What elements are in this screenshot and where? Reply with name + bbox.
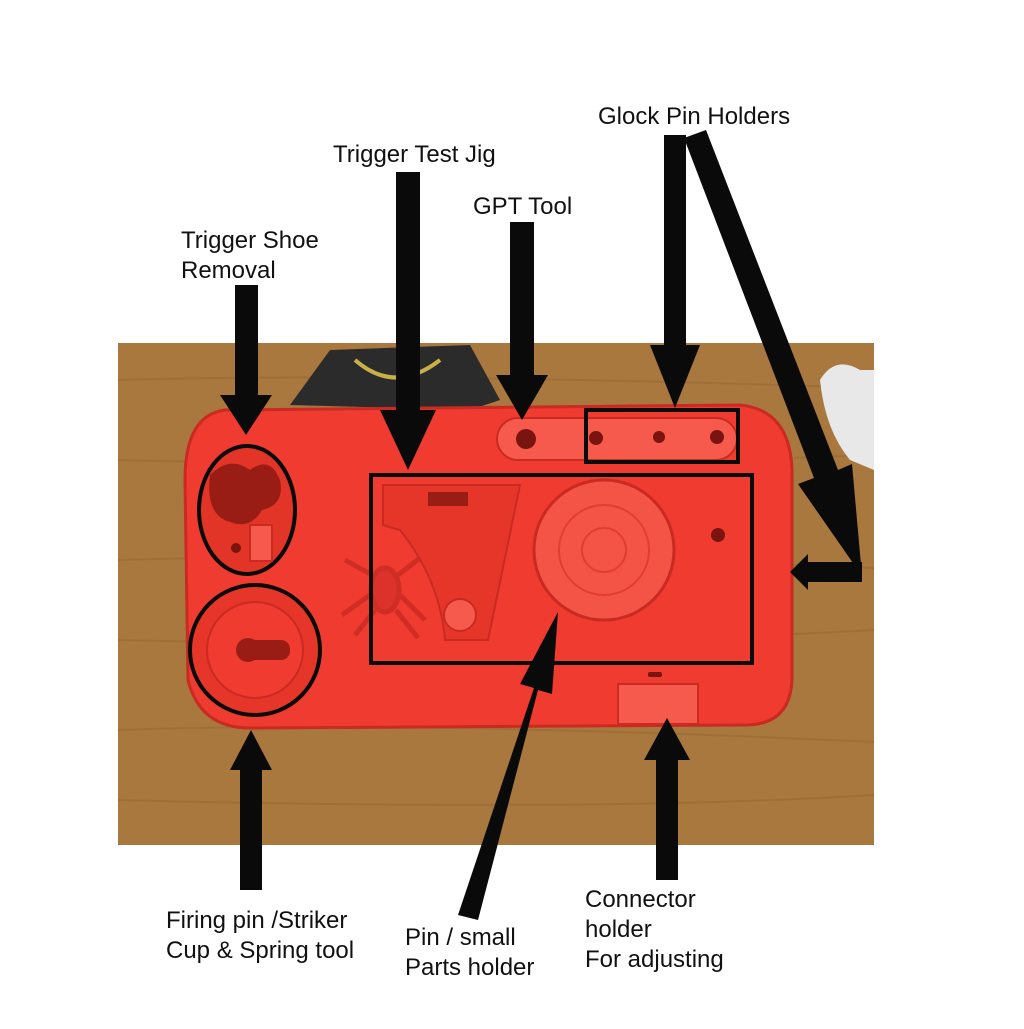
gpt-hole bbox=[516, 429, 536, 449]
striker-hole bbox=[236, 638, 260, 662]
label-pin-parts-holder: Pin / small Parts holder bbox=[405, 924, 535, 981]
arrows bbox=[220, 130, 862, 920]
glock-pin-holders-box bbox=[584, 408, 740, 464]
pin-hole-3 bbox=[710, 430, 724, 444]
parts-bowl-ring-2 bbox=[581, 527, 627, 573]
arrow-icon bbox=[644, 718, 690, 880]
arrow-icon bbox=[380, 172, 436, 470]
sticker-right bbox=[820, 364, 874, 470]
pin-hole-1 bbox=[589, 431, 603, 445]
pin-hole-2 bbox=[653, 431, 665, 443]
arrow-icon bbox=[220, 285, 272, 435]
trigger-shoe-cavity bbox=[209, 463, 281, 525]
arrow-icon bbox=[650, 135, 700, 408]
jig-slot bbox=[428, 492, 468, 506]
connector-holder bbox=[617, 683, 699, 725]
label-connector-holder: Connector holder For adjusting bbox=[585, 886, 724, 973]
label-trigger-shoe-removal: Trigger Shoe Removal bbox=[181, 227, 319, 284]
arrow-icon bbox=[684, 130, 862, 576]
jig-body bbox=[382, 484, 522, 641]
label-trigger-test-jig: Trigger Test Jig bbox=[333, 141, 496, 168]
label-glock-pin-holders: Glock Pin Holders bbox=[598, 103, 791, 130]
arrow-icon bbox=[496, 222, 548, 420]
trigger-shoe-block bbox=[249, 524, 273, 562]
arrow-icon bbox=[790, 554, 862, 590]
parts-bowl bbox=[532, 478, 676, 622]
jig-knob bbox=[443, 598, 477, 632]
trigger-test-jig-box bbox=[369, 473, 754, 665]
plate-hole bbox=[711, 528, 725, 542]
parts-bowl-ring-1 bbox=[558, 504, 650, 596]
arrow-icon bbox=[230, 730, 272, 890]
label-gpt-tool: GPT Tool bbox=[473, 193, 573, 220]
connector-slot bbox=[648, 672, 662, 677]
beetle-emblem-icon bbox=[340, 556, 427, 640]
trigger-shoe-hole bbox=[231, 543, 241, 553]
label-firing-pin-tool: Firing pin /Striker Cup & Spring tool bbox=[166, 907, 355, 964]
arrow-icon bbox=[458, 612, 558, 920]
